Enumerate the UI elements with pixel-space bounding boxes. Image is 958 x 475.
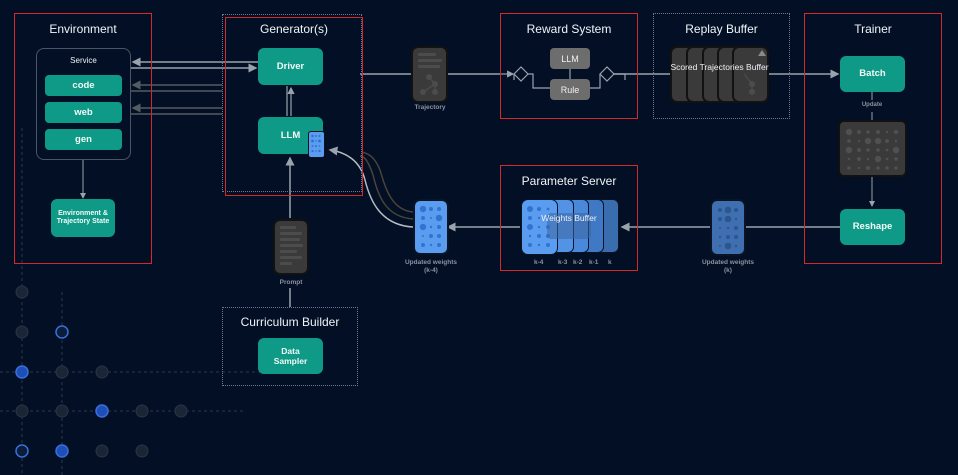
prompt-text-icon <box>280 226 303 265</box>
updated-weights-k-caption-line1: Updated weights <box>701 259 754 266</box>
service-title: Service <box>70 56 97 65</box>
model-weights-node[interactable] <box>838 120 907 177</box>
prompt-node[interactable] <box>273 219 309 275</box>
replay-buffer-panel: Replay Buffer <box>653 13 790 119</box>
version-label-k-2: k-2 <box>573 259 583 266</box>
service-code[interactable]: code <box>45 75 122 96</box>
reward-llm-node[interactable]: LLM <box>550 48 590 69</box>
generators-title: Generator(s) <box>259 22 329 36</box>
trajectory-node[interactable] <box>411 46 448 103</box>
replay-buffer-title: Replay Buffer <box>685 22 758 36</box>
reward-rule-node[interactable]: Rule <box>550 79 590 100</box>
reward-system-panel: Reward System <box>500 13 638 119</box>
trajectory-tree-icon <box>418 53 442 95</box>
service-gen[interactable]: gen <box>45 129 122 150</box>
parameter-server-panel: Parameter Server <box>500 165 638 271</box>
trajectory-tree-icon <box>743 50 766 95</box>
environment-panel: Environment <box>14 13 152 264</box>
generators-dotted-frame <box>222 14 362 192</box>
updated-weights-k4-caption-line1: Updated weights <box>404 259 457 266</box>
reward-system-title: Reward System <box>526 22 612 36</box>
prompt-caption: Prompt <box>279 279 303 286</box>
weights-buffer-label: Weights Buffer <box>541 213 597 223</box>
updated-weights-k-caption: Updated weights (k) <box>692 259 764 275</box>
trainer-title: Trainer <box>854 22 892 36</box>
reshape-node[interactable]: Reshape <box>840 209 905 245</box>
version-label-k-4: k-4 <box>534 259 544 266</box>
environment-state-node[interactable]: Environment & Trajectory State <box>51 199 115 237</box>
buffer-card-5 <box>732 46 769 103</box>
parameter-server-title: Parameter Server <box>521 174 617 188</box>
version-label-k-1: k-1 <box>589 259 599 266</box>
updated-weights-k4-caption: Updated weights (k-4) <box>395 259 467 275</box>
updated-weights-k4-node[interactable] <box>413 199 449 255</box>
curriculum-builder-title: Curriculum Builder <box>240 315 340 329</box>
data-sampler-node[interactable]: Data Sampler <box>258 338 323 374</box>
generators-panel: Generator(s) <box>225 17 363 196</box>
llm-weights-icon <box>308 131 325 158</box>
batch-node[interactable]: Batch <box>840 56 905 92</box>
trainer-panel: Trainer <box>804 13 942 264</box>
decorative-dots <box>15 285 188 458</box>
service-web[interactable]: web <box>45 102 122 123</box>
updated-weights-k-caption-line2: (k) <box>724 267 732 275</box>
replay-buffer-label: Scored Trajectories Buffer <box>670 62 769 72</box>
version-label-k: k <box>608 259 612 266</box>
update-label: Update <box>861 102 883 108</box>
version-label-k-3: k-3 <box>558 259 568 266</box>
updated-weights-k4-caption-line2: (k-4) <box>424 267 438 275</box>
driver-node[interactable]: Driver <box>258 48 323 85</box>
service-box: Service <box>36 48 131 160</box>
weights-buffer-label-bg <box>547 213 591 239</box>
environment-title: Environment <box>49 22 117 36</box>
curriculum-builder-panel: Curriculum Builder <box>222 307 358 386</box>
trajectory-caption: Trajectory <box>414 104 446 111</box>
updated-weights-k-node[interactable] <box>710 199 746 256</box>
